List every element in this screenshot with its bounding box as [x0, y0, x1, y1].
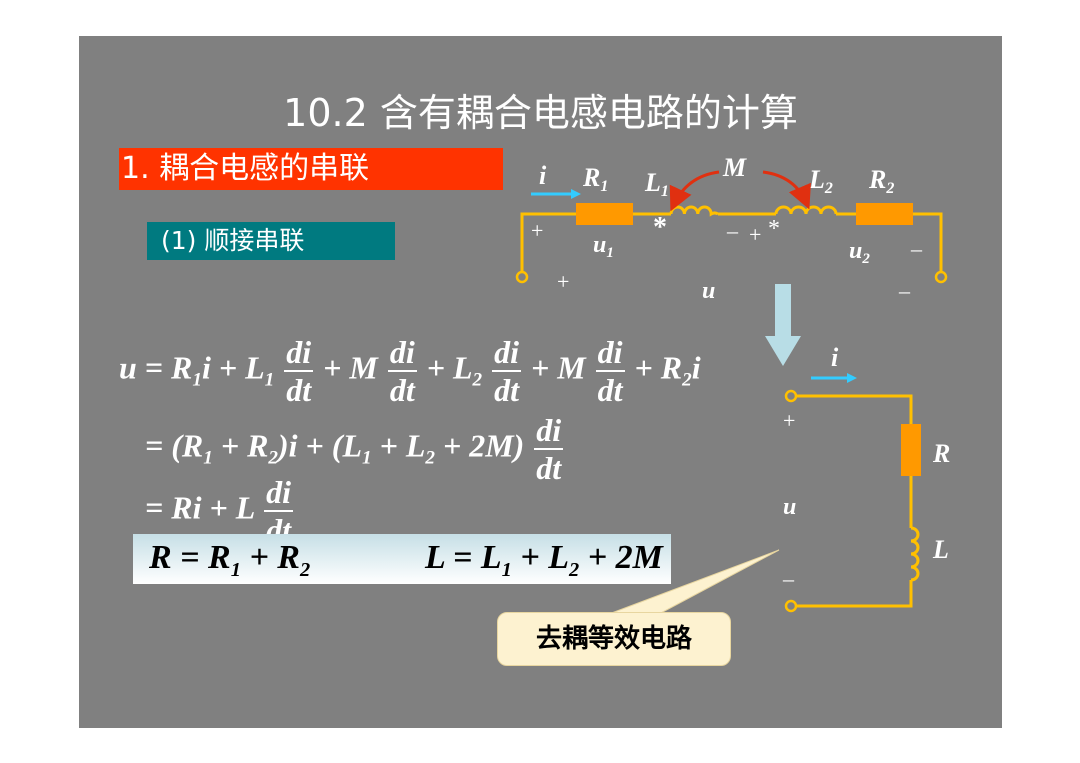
label-u-eq: u — [783, 494, 796, 520]
resistor-R1 — [576, 203, 633, 225]
resistor-R — [901, 424, 921, 476]
label-L2: L2 — [808, 165, 833, 197]
result-R: R = R1 + R2 — [149, 539, 311, 581]
eq-terminal-top — [784, 389, 798, 403]
transform-arrow — [765, 284, 801, 366]
inductor-L1 — [669, 205, 719, 217]
section-heading: 1. 耦合电感的串联 — [119, 148, 503, 190]
slide: 10.2 含有耦合电感电路的计算 1. 耦合电感的串联 (1) 顺接串联 u =… — [79, 36, 1002, 728]
eq-terminal-bottom — [784, 599, 798, 613]
resistor-R2 — [856, 203, 913, 225]
label-i-eq: i — [831, 343, 839, 372]
plus-eq: + — [783, 408, 795, 433]
label-M: M — [722, 153, 747, 182]
dot-mark-L2: * — [768, 216, 780, 242]
minus-u: – — [898, 278, 911, 303]
label-R: R — [932, 439, 950, 468]
mutual-arrow-right — [762, 170, 811, 210]
terminal-left — [515, 270, 529, 284]
eq-u: u — [119, 349, 137, 386]
label-L: L — [932, 535, 949, 564]
slide-title: 10.2 含有耦合电感电路的计算 — [283, 91, 798, 135]
terminal-right — [934, 270, 948, 284]
label-L1: L1 — [644, 168, 669, 200]
circuit-diagrams: i R1 L1 M L2 R2 * * + u1 – + u2 – + u – — [515, 153, 950, 613]
eq-circuit-wires — [797, 394, 913, 608]
inductor-L — [910, 526, 920, 582]
result-box: R = R1 + R2 L = L1 + L2 + 2M — [133, 534, 671, 584]
plus-u1: + — [531, 218, 543, 243]
label-R1: R1 — [582, 163, 608, 195]
result-L: L = L1 + L2 + 2M — [425, 539, 663, 581]
top-circuit-wires — [520, 212, 943, 272]
dot-mark-L1: * — [653, 212, 667, 243]
plus-u2: + — [749, 222, 761, 247]
label-u1: u1 — [593, 232, 614, 261]
mutual-arrow-left — [669, 170, 720, 212]
inductor-L2 — [774, 205, 838, 215]
callout-label: 去耦等效电路 — [497, 612, 731, 666]
minus-eq: – — [782, 566, 795, 591]
label-u: u — [702, 278, 715, 304]
minus-u2: – — [910, 236, 923, 261]
label-u2: u2 — [849, 238, 870, 267]
plus-u: + — [557, 269, 569, 294]
subsection-heading: (1) 顺接串联 — [147, 222, 395, 260]
minus-u1: – — [726, 218, 739, 243]
label-R2: R2 — [868, 165, 894, 197]
label-i-top: i — [539, 161, 547, 190]
